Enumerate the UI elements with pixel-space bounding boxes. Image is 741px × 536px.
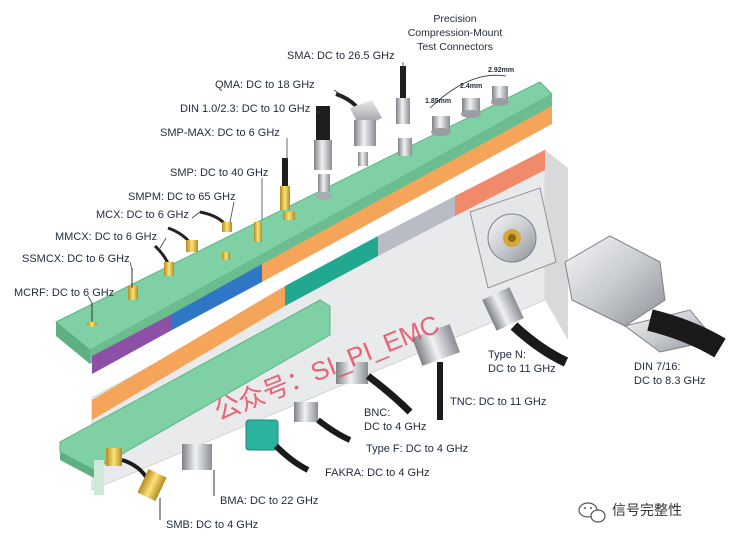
smpm-connector-graphic xyxy=(199,210,262,242)
ssmcx-connector-graphic xyxy=(128,268,138,300)
test-connectors-title-line1: Precision xyxy=(433,13,476,25)
test-connectors-title-line2: Compression-Mount xyxy=(408,27,503,39)
mmcx-connector-graphic xyxy=(153,244,174,276)
type-f-connector-graphic xyxy=(294,402,352,443)
sma-connector-graphic xyxy=(396,66,412,156)
type-n-flange-graphic xyxy=(469,187,557,289)
strip-blue xyxy=(172,264,262,330)
label-bnc-line2: DC to 4 GHz xyxy=(364,421,426,433)
brand-name: 信号完整性 xyxy=(612,503,682,519)
label-smpm: SMPM: DC to 65 GHz xyxy=(128,191,236,203)
smb-connector-graphic xyxy=(106,448,167,520)
strip-purple xyxy=(92,314,172,374)
qma-connector-graphic xyxy=(335,92,382,146)
type-n-connector-graphic xyxy=(482,287,569,367)
label-qma: QMA: DC to 18 GHz xyxy=(215,79,315,91)
bma-connector-graphic xyxy=(182,444,215,496)
mcx-connector-graphic xyxy=(167,226,230,260)
smp-max-connector-graphic xyxy=(316,174,332,200)
size-label-24: 2.4mm xyxy=(460,83,482,90)
label-smp: SMP: DC to 40 GHz xyxy=(170,167,268,179)
label-fakra: FAKRA: DC to 4 GHz xyxy=(325,467,430,479)
label-mmcx: MMCX: DC to 6 GHz xyxy=(55,231,157,243)
label-type-f: Type F: DC to 4 GHz xyxy=(366,443,468,455)
label-smb: SMB: DC to 4 GHz xyxy=(166,519,258,531)
mcrf-connector-graphic xyxy=(87,303,97,327)
label-bma: BMA: DC to 22 GHz xyxy=(220,495,318,507)
size-label-185: 1.85mm xyxy=(425,98,451,105)
label-din-1023: DIN 1.0/2.3: DC to 10 GHz xyxy=(180,103,310,115)
fakra-connector-graphic xyxy=(245,419,310,473)
label-din-716-line2: DC to 8.3 GHz xyxy=(634,375,706,387)
label-smp-max: SMP-MAX: DC to 6 GHz xyxy=(160,127,280,139)
test-connectors-title-line3: Test Connectors xyxy=(417,41,493,53)
label-mcrf: MCRF: DC to 6 GHz xyxy=(14,287,114,299)
tnc-connector-graphic xyxy=(412,324,460,420)
label-mcx: MCX: DC to 6 GHz xyxy=(96,209,189,221)
label-ssmcx: SSMCX: DC to 6 GHz xyxy=(22,253,130,265)
strip-gray xyxy=(378,196,455,256)
label-sma: SMA: DC to 26.5 GHz xyxy=(287,50,395,62)
label-tnc: TNC: DC to 11 GHz xyxy=(450,396,546,408)
din-1023-connector-graphic xyxy=(314,106,368,170)
din-716-connector-graphic xyxy=(564,235,726,358)
smp-connector-graphic xyxy=(280,158,295,220)
label-type-n-line1: Type N: xyxy=(488,349,526,361)
strip-salmon xyxy=(455,150,545,216)
label-din-716-line1: DIN 7/16: xyxy=(634,361,680,373)
bnc-connector-graphic xyxy=(336,362,413,415)
strip-teal xyxy=(285,236,378,306)
label-type-n-line2: DC to 11 GHz xyxy=(488,363,556,375)
size-label-292: 2.92mm xyxy=(488,67,514,74)
wechat-icon xyxy=(578,502,606,523)
strip-orange-upper xyxy=(262,106,552,282)
strip-orange-lower-top xyxy=(92,286,285,420)
label-bnc-line1: BNC: xyxy=(364,407,390,419)
leader-lines xyxy=(87,62,404,304)
test-connectors-graphic xyxy=(429,74,509,136)
